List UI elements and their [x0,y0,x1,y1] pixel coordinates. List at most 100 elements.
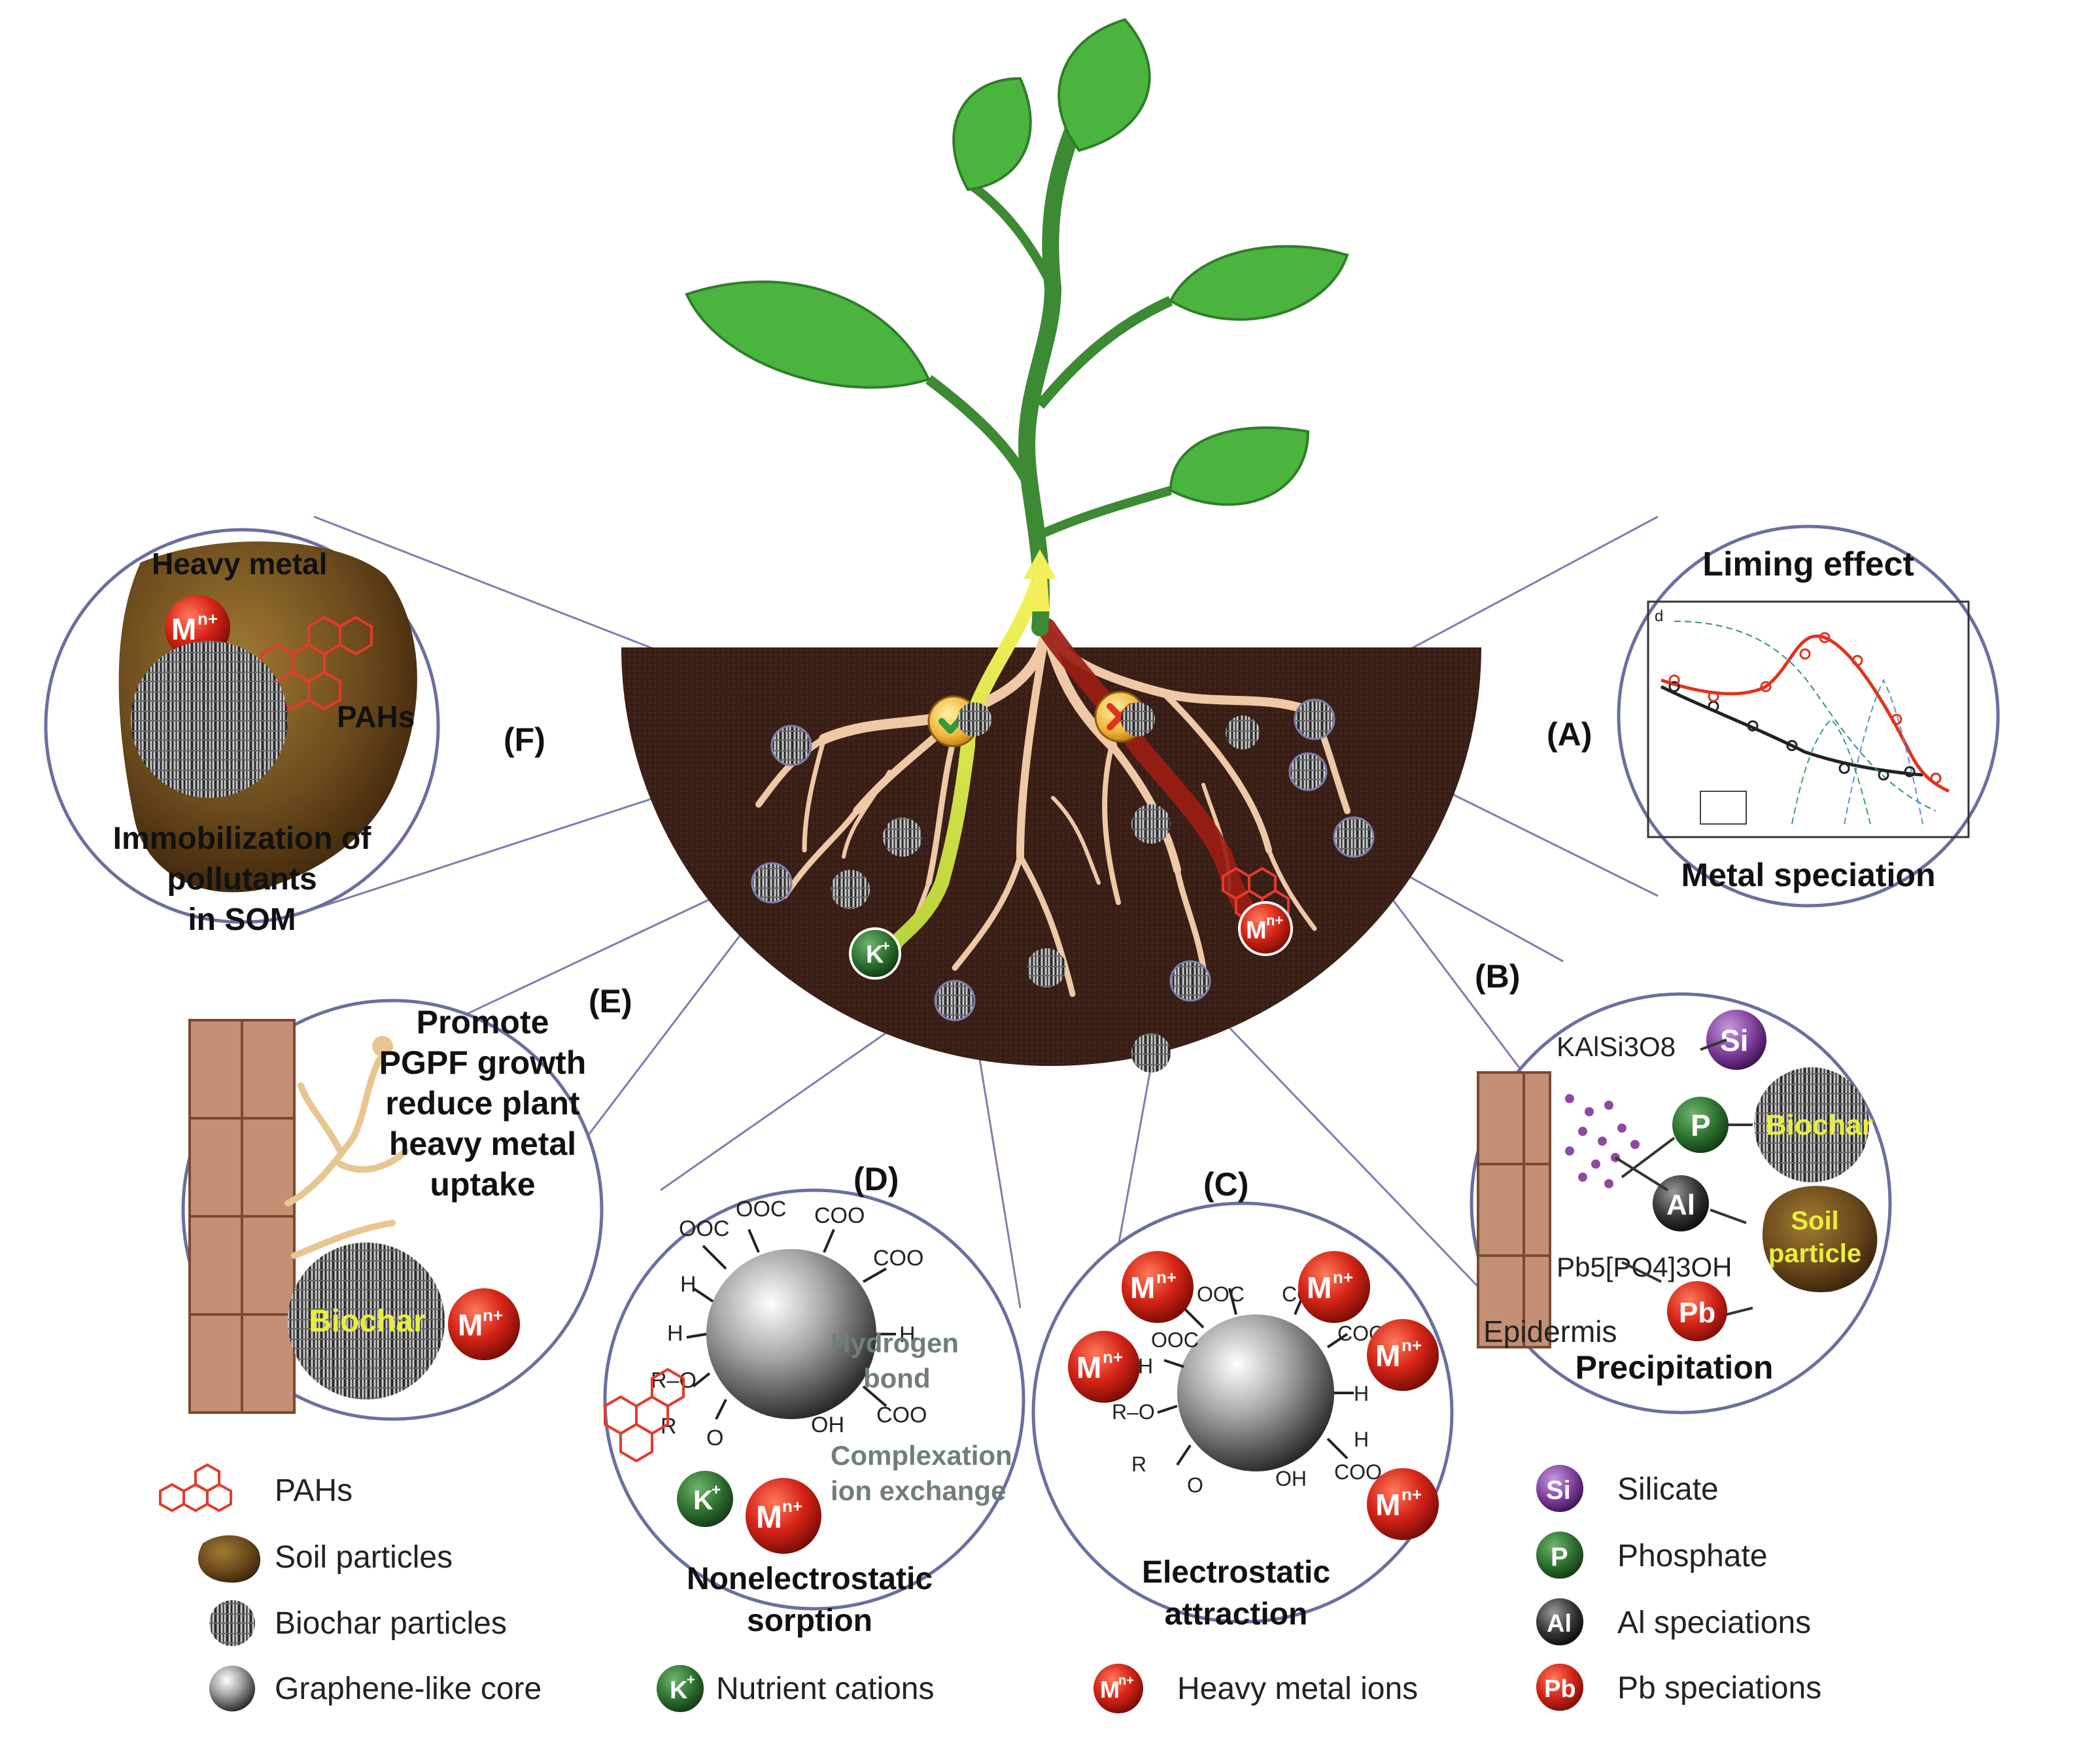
panel-a-tag: (A) [1547,716,1592,753]
svg-text:M: M [1100,1676,1120,1703]
plant [685,18,1349,636]
svg-text:M: M [171,612,196,646]
svg-text:Si: Si [1546,1476,1571,1505]
svg-text:KAlSi3O8: KAlSi3O8 [1557,1031,1676,1062]
soil-hemisphere [621,647,1481,1066]
panel-f: Heavy metal M n+ PAHs Immobilization of … [44,528,440,937]
svg-text:Pb: Pb [1679,1297,1715,1329]
svg-text:O: O [1187,1473,1203,1497]
svg-text:PGPF growth: PGPF growth [379,1044,587,1081]
leaf-lower-right [1169,426,1310,506]
svg-text:+: + [687,1672,695,1688]
svg-text:n+: n+ [1103,1347,1123,1367]
legend-right: Si Silicate P Phosphate Al Al speciation… [1534,1462,1821,1713]
legend-item-label: Silicate [1617,1472,1719,1507]
svg-text:M: M [1307,1271,1332,1305]
svg-text:K: K [693,1484,713,1515]
legend-item-label: PAHs [275,1473,353,1508]
svg-text:n+: n+ [1156,1267,1177,1287]
legend-item-label: Heavy metal ions [1177,1672,1418,1706]
svg-text:n+: n+ [1266,912,1283,929]
panel-e-tag: (E) [589,983,632,1020]
svg-text:K: K [866,941,884,969]
svg-text:Liming effect: Liming effect [1702,545,1914,583]
svg-text:attraction: attraction [1165,1597,1308,1632]
svg-text:Electrostatic: Electrostatic [1142,1555,1330,1590]
svg-text:Precipitation: Precipitation [1575,1349,1774,1386]
svg-text:M: M [1375,1339,1400,1373]
crystal-lattice [1565,1094,1640,1188]
panel-c: OOC COO OOC COO H H R–O H COO OH R O M n… [1031,1201,1454,1632]
svg-text:Hydrogen: Hydrogen [831,1328,959,1358]
legend-mid: K + Nutrient cations M n+ Heavy metal io… [654,1662,1418,1715]
svg-text:H: H [1354,1428,1369,1451]
svg-text:Promote: Promote [417,1004,549,1040]
soil-biochar-particles [751,698,1375,1072]
panel-e: Biochar M n+ Promote PGPF growth reduce … [181,999,604,1421]
soil-potassium-ion: K + [849,927,901,980]
legend-soil-icon [198,1535,261,1583]
svg-text:M: M [1130,1271,1155,1305]
legend-item-label: Al speciations [1617,1605,1811,1640]
panel-b: KAlSi3O8 Si P Al Pb5[PO4]3OH Pb Epidermi… [1470,992,1892,1415]
svg-text:H: H [1138,1354,1153,1378]
legend-graphene-icon [209,1666,255,1711]
svg-text:R–O: R–O [1112,1400,1155,1424]
svg-text:+: + [712,1481,721,1499]
svg-text:n+: n+ [1402,1484,1422,1504]
svg-text:OOC: OOC [1197,1282,1245,1306]
svg-text:Immobilization of: Immobilization of [113,821,372,856]
soil-metal-ion: M n+ [1238,901,1293,956]
svg-text:P: P [1691,1108,1711,1142]
svg-text:Metal speciation: Metal speciation [1681,857,1936,893]
precip-arrows [1614,1038,1753,1316]
epidermis-cells-b [1477,1071,1551,1348]
legend-item-label: Soil particles [275,1540,453,1575]
legend-metal-icon [1093,1664,1143,1713]
panel-d: OOC OOC COO COO H H H COO OH R–O R O Hyd… [603,1188,1025,1638]
legend-item-label: Pb speciations [1617,1671,1821,1706]
legend-left: PAHs Soil particles Biochar particles Gr… [159,1463,542,1711]
hyphae [284,1056,409,1259]
svg-text:R: R [1131,1452,1146,1476]
legend-pb-icon [1534,1661,1586,1713]
panel-c-tag: (C) [1203,1166,1248,1203]
epidermis-cells-e [188,1019,296,1414]
svg-text:H: H [899,1322,916,1347]
metal-ions-c: M n+ M n+ M n+ M n+ M n+ [1068,1251,1439,1540]
svg-text:ion exchange: ion exchange [831,1475,1006,1506]
svg-text:COO: COO [1334,1460,1382,1484]
svg-text:uptake: uptake [430,1166,535,1203]
svg-text:particle: particle [1768,1239,1861,1268]
svg-text:OH: OH [811,1413,844,1437]
svg-text:COO: COO [873,1246,923,1271]
svg-text:reduce plant: reduce plant [385,1085,580,1122]
legend-item-label: Biochar particles [275,1606,507,1641]
svg-text:heavy metal: heavy metal [389,1125,576,1162]
svg-text:H: H [1354,1382,1369,1405]
svg-text:n+: n+ [1333,1267,1353,1287]
svg-text:M: M [458,1308,483,1342]
svg-text:OH: OH [1275,1467,1307,1490]
svg-text:Soil: Soil [1791,1207,1838,1235]
heavy-metal-label: Heavy metal [152,547,328,581]
svg-text:M: M [756,1500,782,1535]
svg-text:n+: n+ [1402,1335,1422,1355]
svg-text:Complexation: Complexation [831,1440,1012,1471]
svg-text:Epidermis: Epidermis [1483,1314,1617,1348]
svg-text:d: d [1655,608,1663,625]
legend-item-label: Graphene-like core [275,1672,542,1706]
panel-a: Liming effect d Metal speciation [1617,524,2000,908]
svg-text:OOC: OOC [679,1216,729,1241]
svg-text:n+: n+ [782,1496,802,1516]
leaf-top [1058,18,1151,152]
svg-text:Al: Al [1666,1189,1695,1221]
svg-text:H: H [680,1272,697,1297]
biochar-label-e: Biochar [309,1304,426,1339]
svg-text:pollutants: pollutants [167,862,317,897]
leaf-middle-left [685,280,931,389]
svg-text:+: + [882,938,890,954]
svg-text:Pb5[PO4]3OH: Pb5[PO4]3OH [1557,1252,1732,1282]
legend-al-icon [1534,1596,1586,1648]
legend-p-icon [1534,1529,1586,1581]
